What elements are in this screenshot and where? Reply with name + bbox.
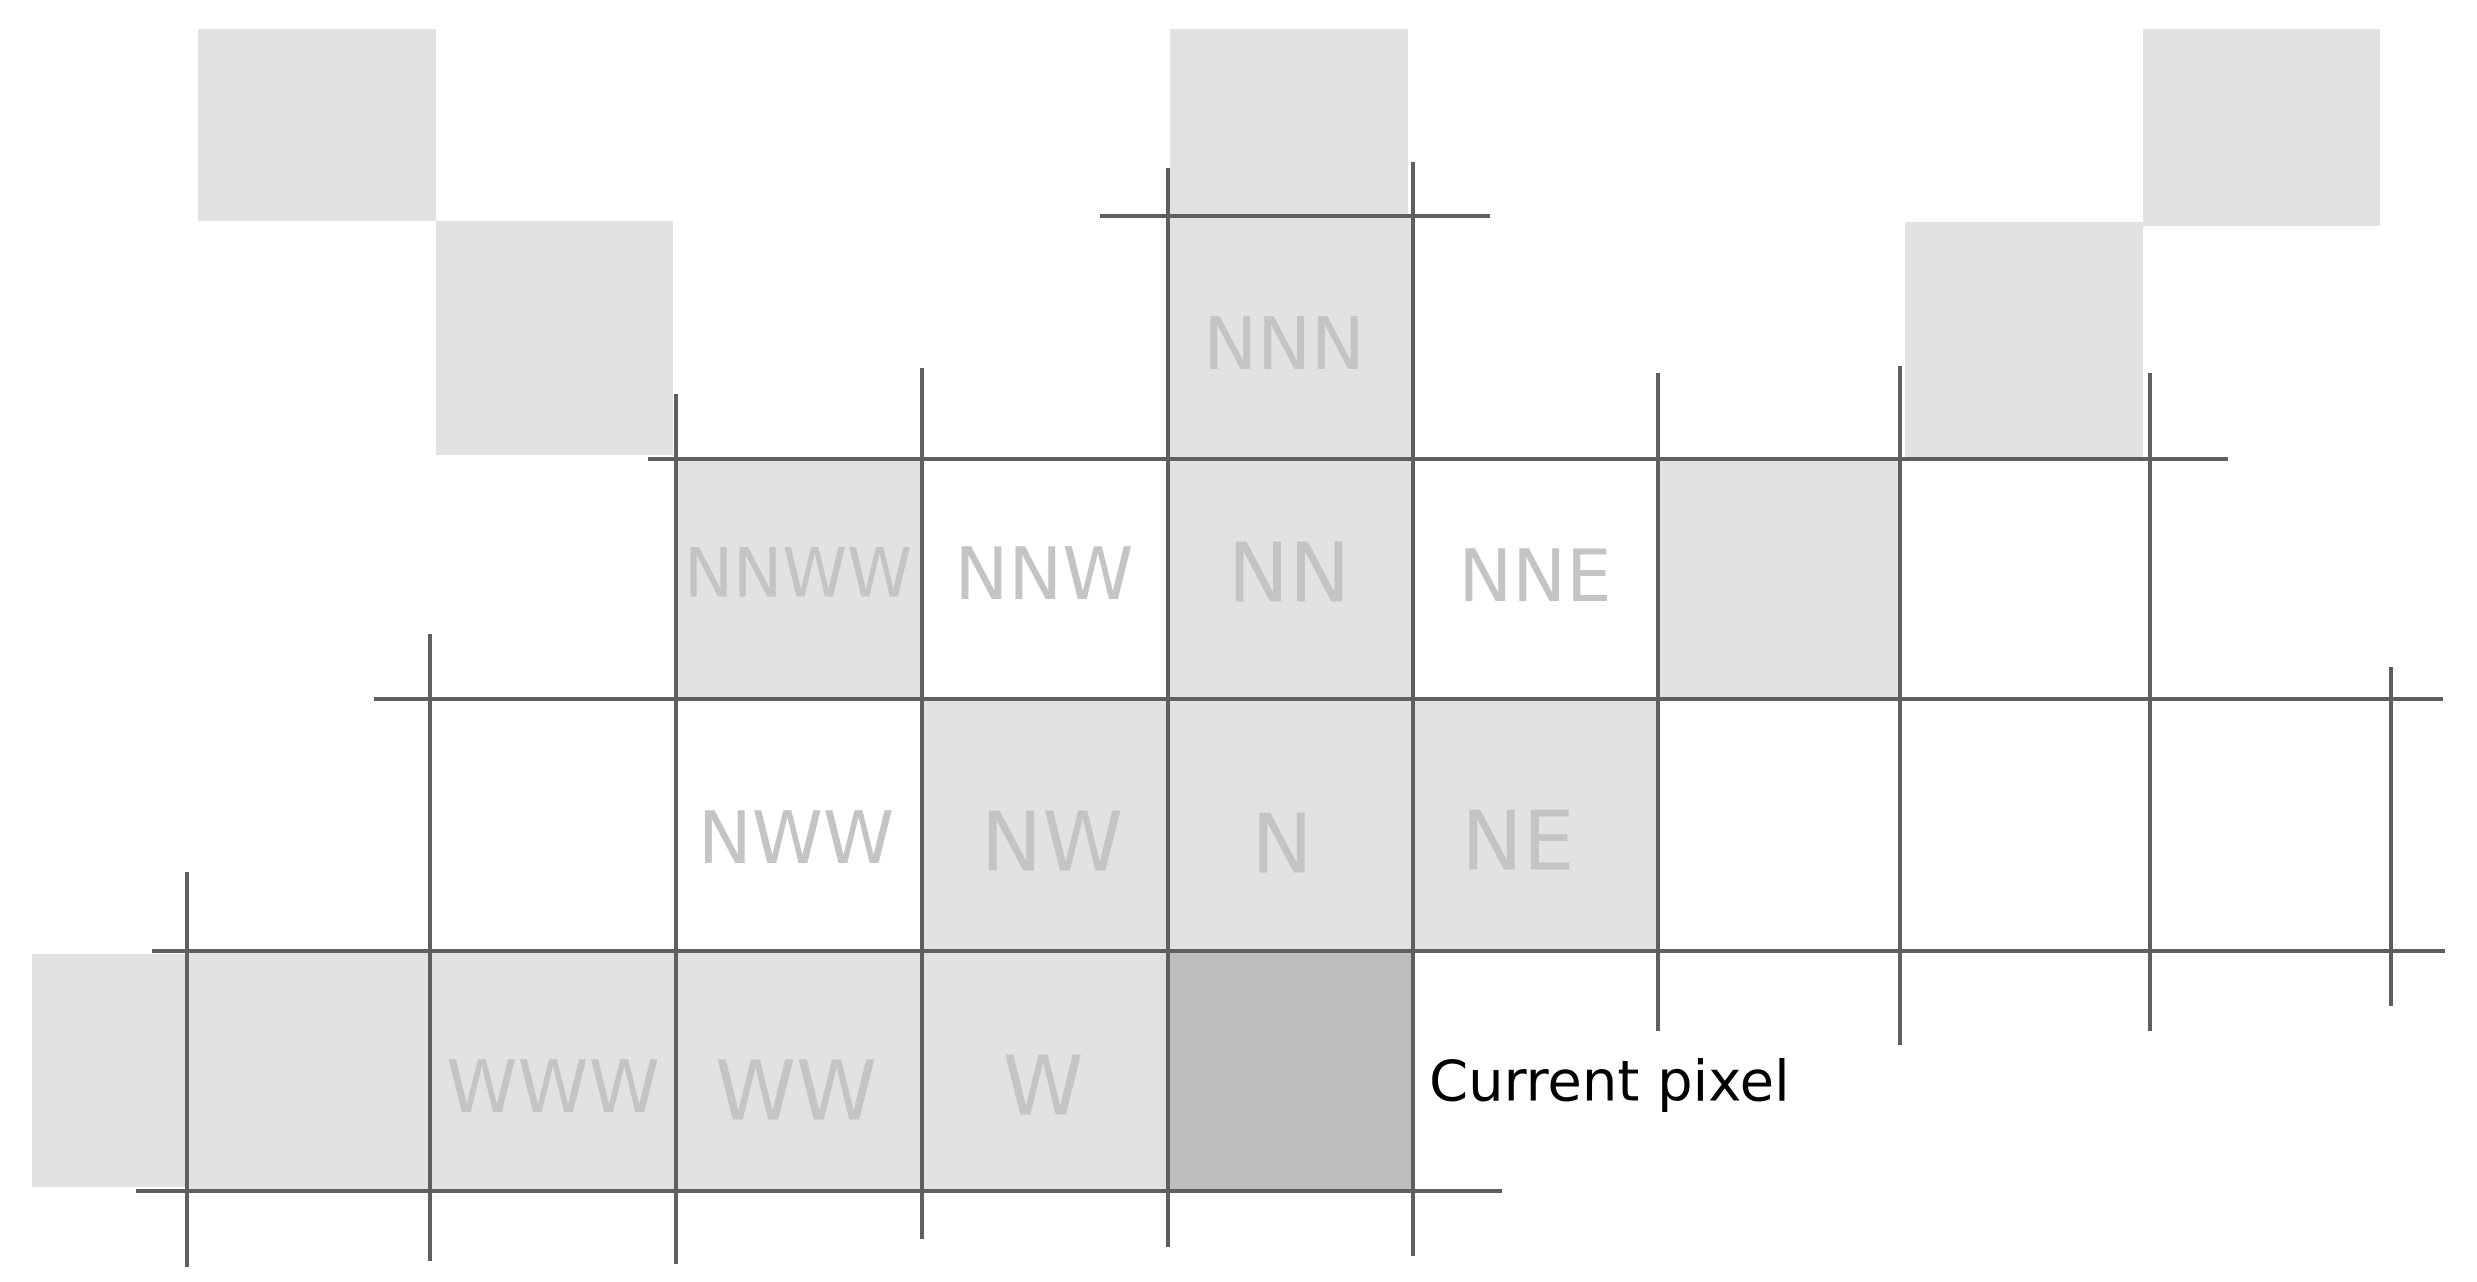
grid-lines — [136, 162, 2445, 1267]
shaded-cell-n — [1168, 699, 1413, 951]
label-nnn: NNN — [1203, 302, 1365, 386]
shaded-cell-top-right — [2143, 29, 2380, 226]
shaded-cell-diagonal-left — [436, 221, 673, 455]
current-pixel-cell — [1168, 951, 1413, 1191]
label-nnww: NNWW — [684, 535, 912, 614]
shaded-cell-ww — [676, 951, 922, 1191]
shaded-cell-nw — [922, 699, 1168, 951]
shaded-cell-top-center — [1170, 29, 1408, 216]
label-w: W — [1002, 1040, 1083, 1135]
shaded-cell-nnn — [1168, 216, 1413, 459]
shaded-cell-right-of-nne — [1658, 459, 1900, 699]
label-nw: NW — [981, 796, 1123, 891]
shaded-cell-diagonal-right — [1905, 222, 2143, 458]
label-ww: WW — [715, 1045, 877, 1140]
shaded-cells — [32, 29, 2380, 1191]
shaded-cell-w — [922, 951, 1168, 1191]
label-nnw: NNW — [955, 532, 1134, 616]
label-nww: NWW — [698, 796, 894, 880]
label-n: N — [1251, 798, 1312, 893]
shaded-cell-far-west-partial — [32, 954, 187, 1187]
label-nn: NN — [1228, 527, 1351, 622]
current-pixel-annotation: Current pixel — [1429, 1050, 1790, 1115]
shaded-cell-top-left — [198, 29, 436, 221]
label-ne: NE — [1461, 795, 1574, 890]
shaded-cell-far-west — [187, 951, 430, 1191]
shaded-cell-www — [430, 951, 676, 1191]
shaded-cell-nn — [1168, 459, 1413, 699]
label-www: WWW — [446, 1045, 660, 1129]
label-nne: NNE — [1458, 534, 1611, 618]
shaded-cell-nnww — [676, 459, 922, 699]
shaded-cell-ne — [1413, 699, 1658, 951]
cell-labels: NNN NNWW NNW NN NNE NWW NW N NE WWW WW W — [446, 302, 1611, 1140]
